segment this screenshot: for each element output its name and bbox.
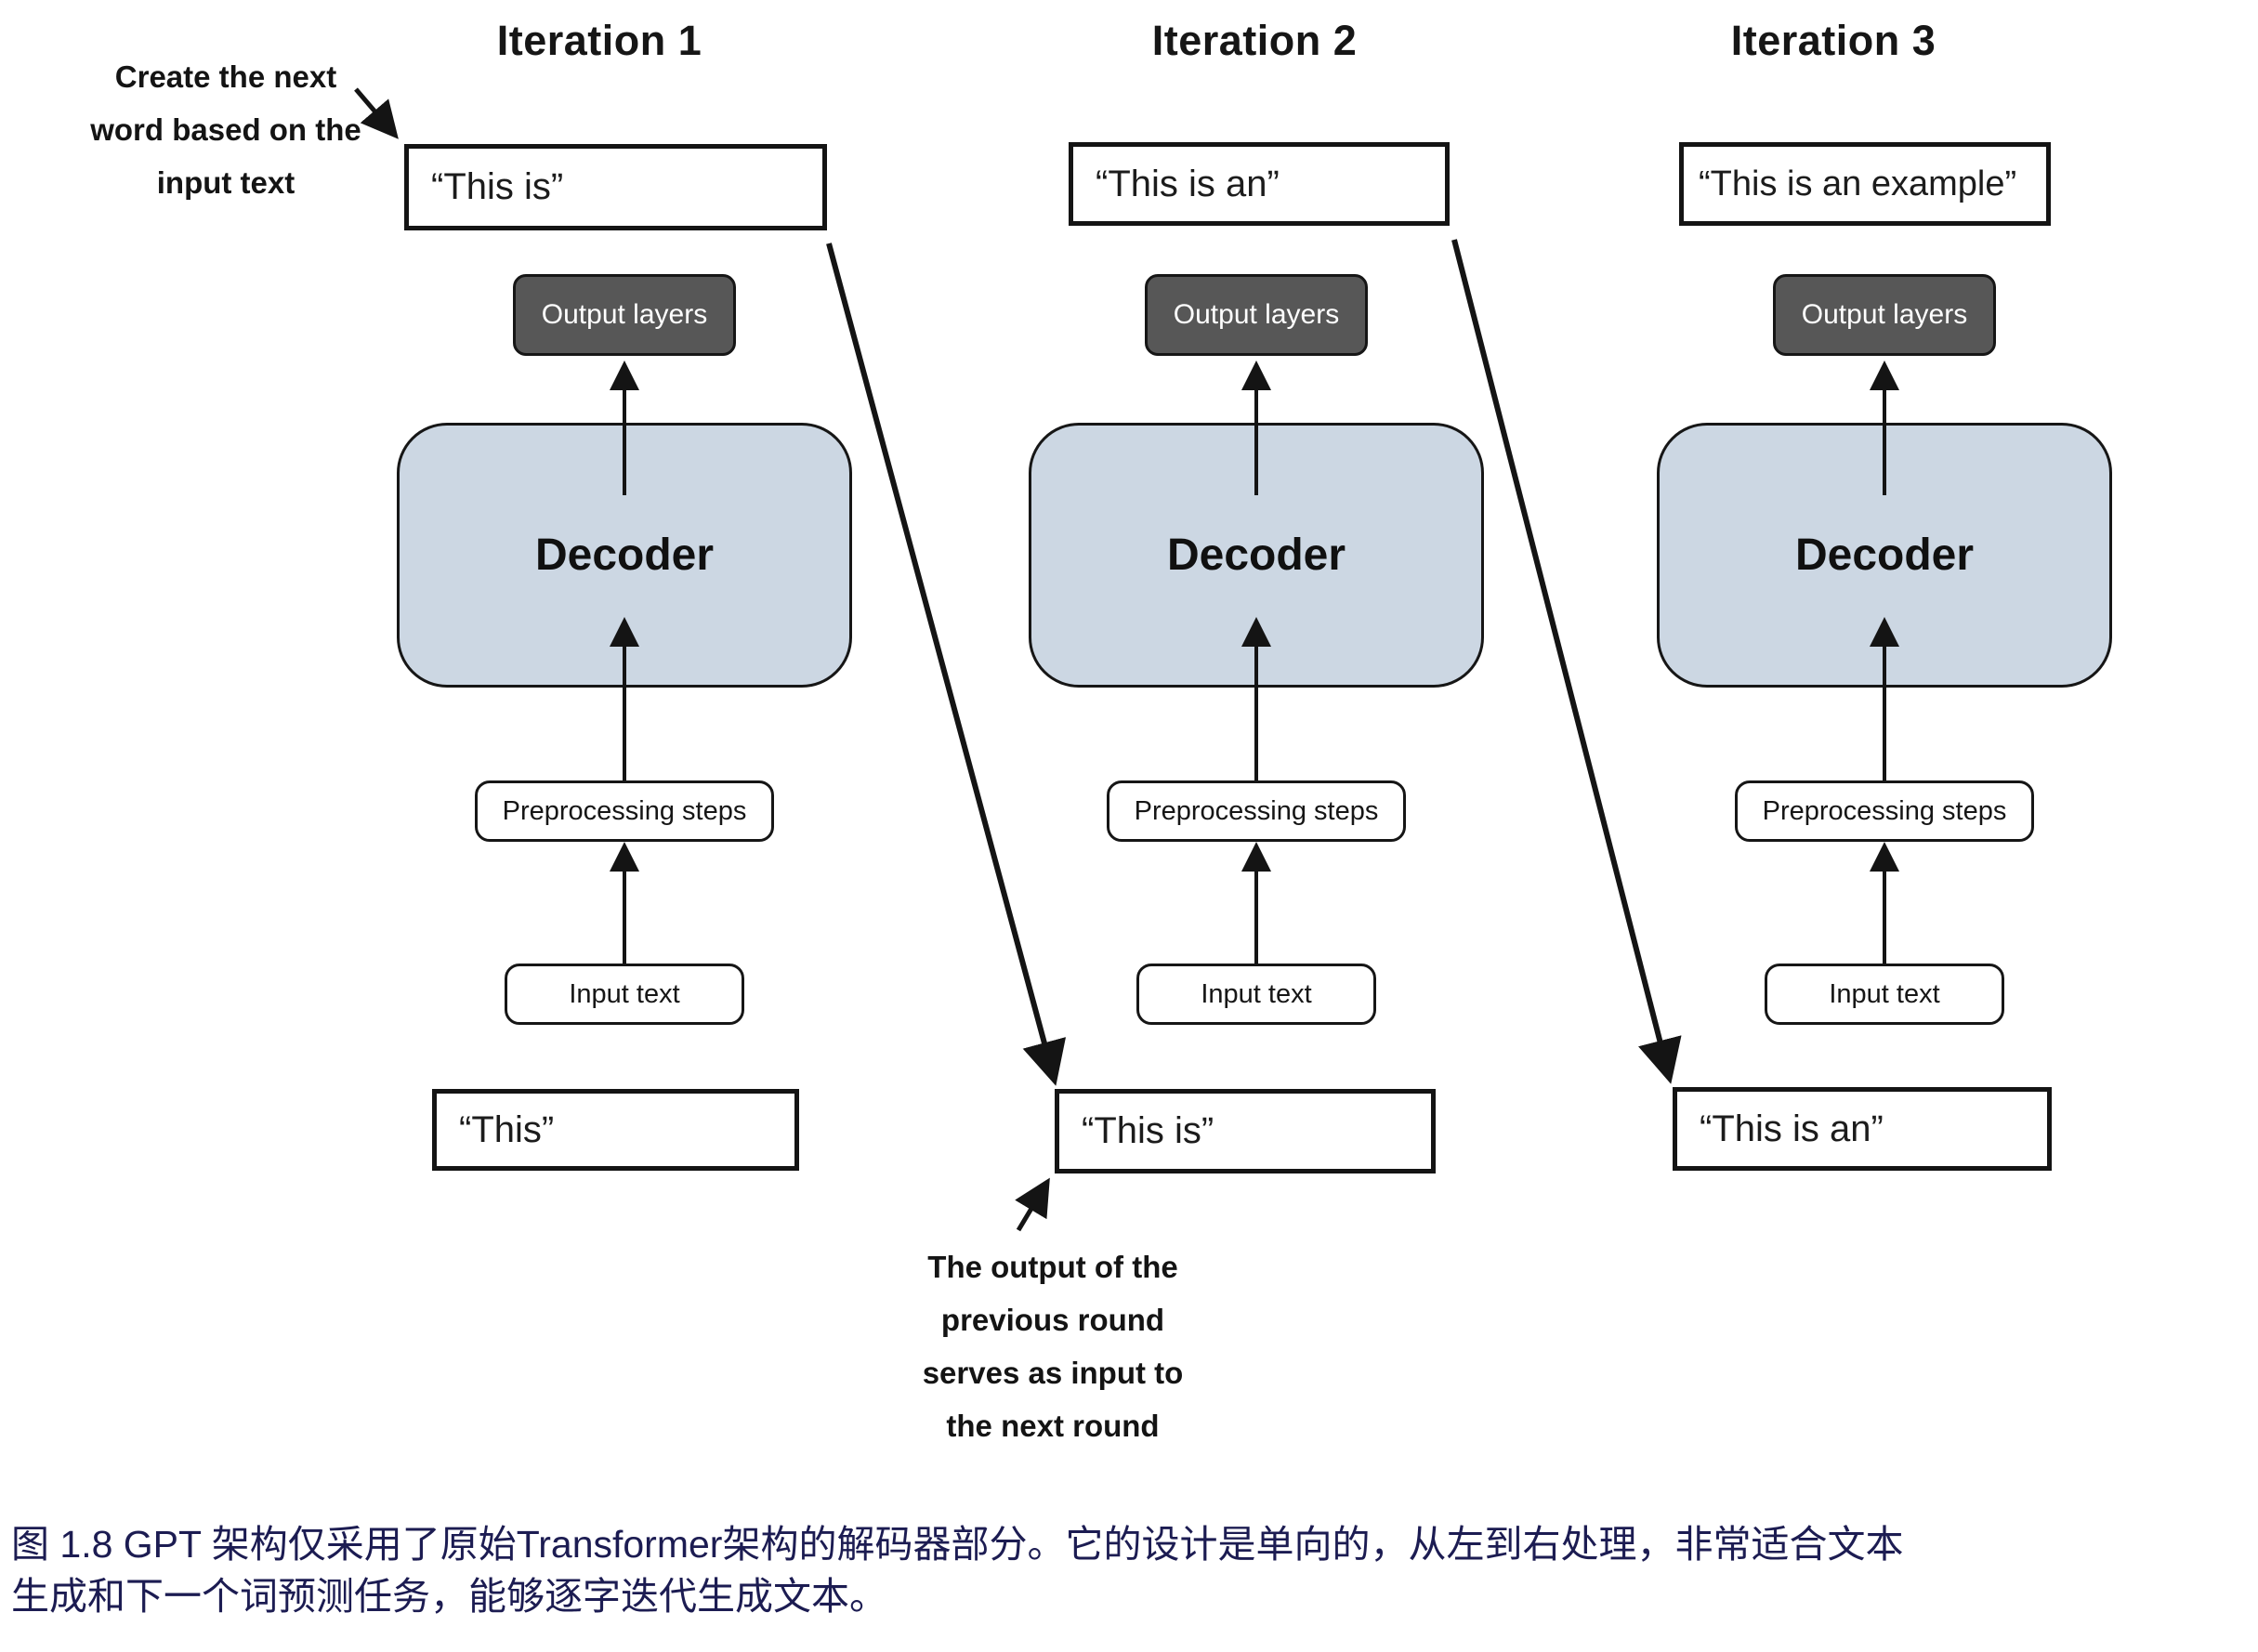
annotation-line: input text bbox=[156, 165, 295, 200]
decoder-box: Decoder bbox=[1029, 423, 1484, 688]
decoder-box: Decoder bbox=[1657, 423, 2112, 688]
input-text-box: Input text bbox=[505, 964, 744, 1025]
annotation-line: the next round bbox=[946, 1409, 1160, 1443]
preprocessing-steps-box: Preprocessing steps bbox=[475, 780, 774, 842]
preprocessing-steps-label: Preprocessing steps bbox=[502, 795, 747, 826]
output-layers-box: Output layers bbox=[1145, 274, 1368, 356]
generated-text-box: “This is an example” bbox=[1679, 142, 2051, 226]
prompt-text: “This is” bbox=[1082, 1110, 1214, 1151]
output-layers-label: Output layers bbox=[1801, 299, 1968, 330]
preprocessing-steps-label: Preprocessing steps bbox=[1134, 795, 1379, 826]
output-layers-box: Output layers bbox=[513, 274, 736, 356]
generated-text-box: “This is an” bbox=[1069, 142, 1450, 226]
output-layers-label: Output layers bbox=[1173, 299, 1340, 330]
caption-line: 生成和下一个词预测任务，能够逐字迭代生成文本。 bbox=[11, 1575, 887, 1618]
decoder-label: Decoder bbox=[1794, 531, 1975, 580]
iteration-2-title: Iteration 2 bbox=[1151, 17, 1358, 64]
annotation-line: previous round bbox=[940, 1303, 1165, 1337]
annotation-line: serves as input to bbox=[922, 1356, 1184, 1390]
output-layers-label: Output layers bbox=[541, 299, 708, 330]
annotation-line: Create the next bbox=[114, 59, 337, 94]
prompt-text-box: “This” bbox=[432, 1089, 799, 1171]
caption-line: 图 1.8 GPT 架构仅采用了原始Transformer架构的解码器部分。它的… bbox=[11, 1523, 1904, 1566]
annotation-line: word based on the bbox=[90, 112, 361, 147]
preprocessing-steps-box: Preprocessing steps bbox=[1735, 780, 2034, 842]
decoder-label: Decoder bbox=[534, 531, 715, 580]
decoder-box: Decoder bbox=[397, 423, 852, 688]
input-text-box: Input text bbox=[1136, 964, 1376, 1025]
prompt-text: “This” bbox=[459, 1108, 555, 1150]
iteration-1-title: Iteration 1 bbox=[496, 17, 702, 64]
prompt-text: “This is an” bbox=[1700, 1108, 1884, 1149]
input-text-label: Input text bbox=[1201, 978, 1312, 1009]
annotation-create-next: Create the next word based on the input … bbox=[54, 50, 398, 209]
iteration-3-title: Iteration 3 bbox=[1730, 17, 1936, 64]
generated-text: “This is” bbox=[431, 166, 564, 207]
input-text-box: Input text bbox=[1765, 964, 2004, 1025]
prompt-text-box: “This is” bbox=[1055, 1089, 1436, 1173]
figure-caption: 图 1.8 GPT 架构仅采用了原始Transformer架构的解码器部分。它的… bbox=[11, 1518, 2251, 1622]
input-text-label: Input text bbox=[1829, 978, 1940, 1009]
generated-text: “This is an” bbox=[1096, 163, 1280, 204]
annotation-line: The output of the bbox=[927, 1250, 1178, 1284]
generated-text-box: “This is” bbox=[404, 144, 827, 230]
preprocessing-steps-label: Preprocessing steps bbox=[1762, 795, 2007, 826]
output-layers-box: Output layers bbox=[1773, 274, 1996, 356]
prompt-text-box: “This is an” bbox=[1673, 1087, 2052, 1171]
annotation-output-loop: The output of the previous round serves … bbox=[876, 1240, 1229, 1452]
preprocessing-steps-box: Preprocessing steps bbox=[1107, 780, 1406, 842]
decoder-label: Decoder bbox=[1166, 531, 1346, 580]
input-text-label: Input text bbox=[569, 978, 680, 1009]
generated-text: “This is an example” bbox=[1699, 164, 2017, 203]
